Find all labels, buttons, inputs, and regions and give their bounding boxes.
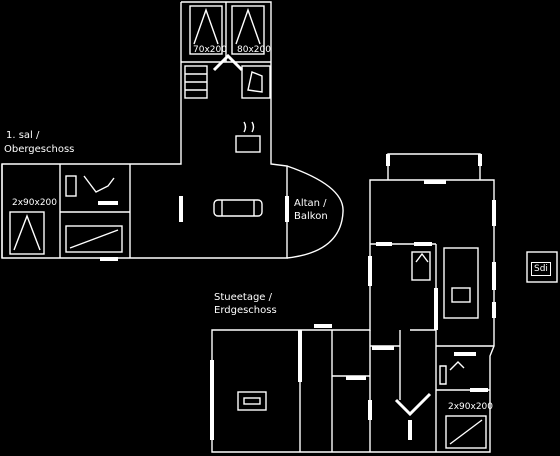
tv-icon	[237, 391, 267, 411]
porch-outline	[387, 153, 481, 180]
balcony-label-1: Altan /	[294, 198, 327, 209]
upper-wall-tower	[181, 1, 288, 259]
door-chevron-ground	[394, 392, 432, 417]
bed-size-upper-b: 80x200	[237, 45, 271, 55]
balcony-label-2: Balkon	[294, 211, 328, 222]
upper-floor	[1, 1, 344, 261]
bathtub-icon	[247, 71, 263, 93]
badge-frame	[526, 251, 558, 283]
badge-label: Sdi	[531, 262, 551, 276]
table-icon	[443, 247, 479, 319]
upper-floor-label-1: 1. sal /	[6, 130, 40, 141]
upper-floor-label-2: Obergeschoss	[4, 144, 75, 155]
bed-upper-a	[189, 5, 223, 55]
ground-floor	[210, 153, 496, 453]
toilet-icon	[65, 175, 115, 197]
bed-ground	[445, 415, 487, 449]
door-chevron-upper	[212, 53, 244, 72]
fridge-icon	[411, 251, 431, 281]
ground-doors	[210, 154, 496, 440]
upper-small-room	[241, 65, 271, 99]
bed-upper-b	[231, 5, 265, 55]
bed-upper-double	[9, 211, 45, 255]
upper-doors	[98, 196, 289, 261]
ground-floor-label-1: Stueetage /	[214, 292, 273, 303]
balcony-outline	[286, 165, 344, 259]
bed-size-upper-left: 2x90x200	[12, 198, 58, 208]
bed-upper-bunk	[65, 225, 123, 253]
washbasin-icon	[439, 361, 465, 385]
sofa-icon	[213, 199, 263, 217]
stove-icon	[235, 121, 261, 153]
ground-floor-label-2: Erdgeschoss	[214, 305, 277, 316]
bed-size-ground: 2x90x200	[448, 402, 494, 412]
bed-size-upper-a: 70x200	[193, 45, 227, 55]
